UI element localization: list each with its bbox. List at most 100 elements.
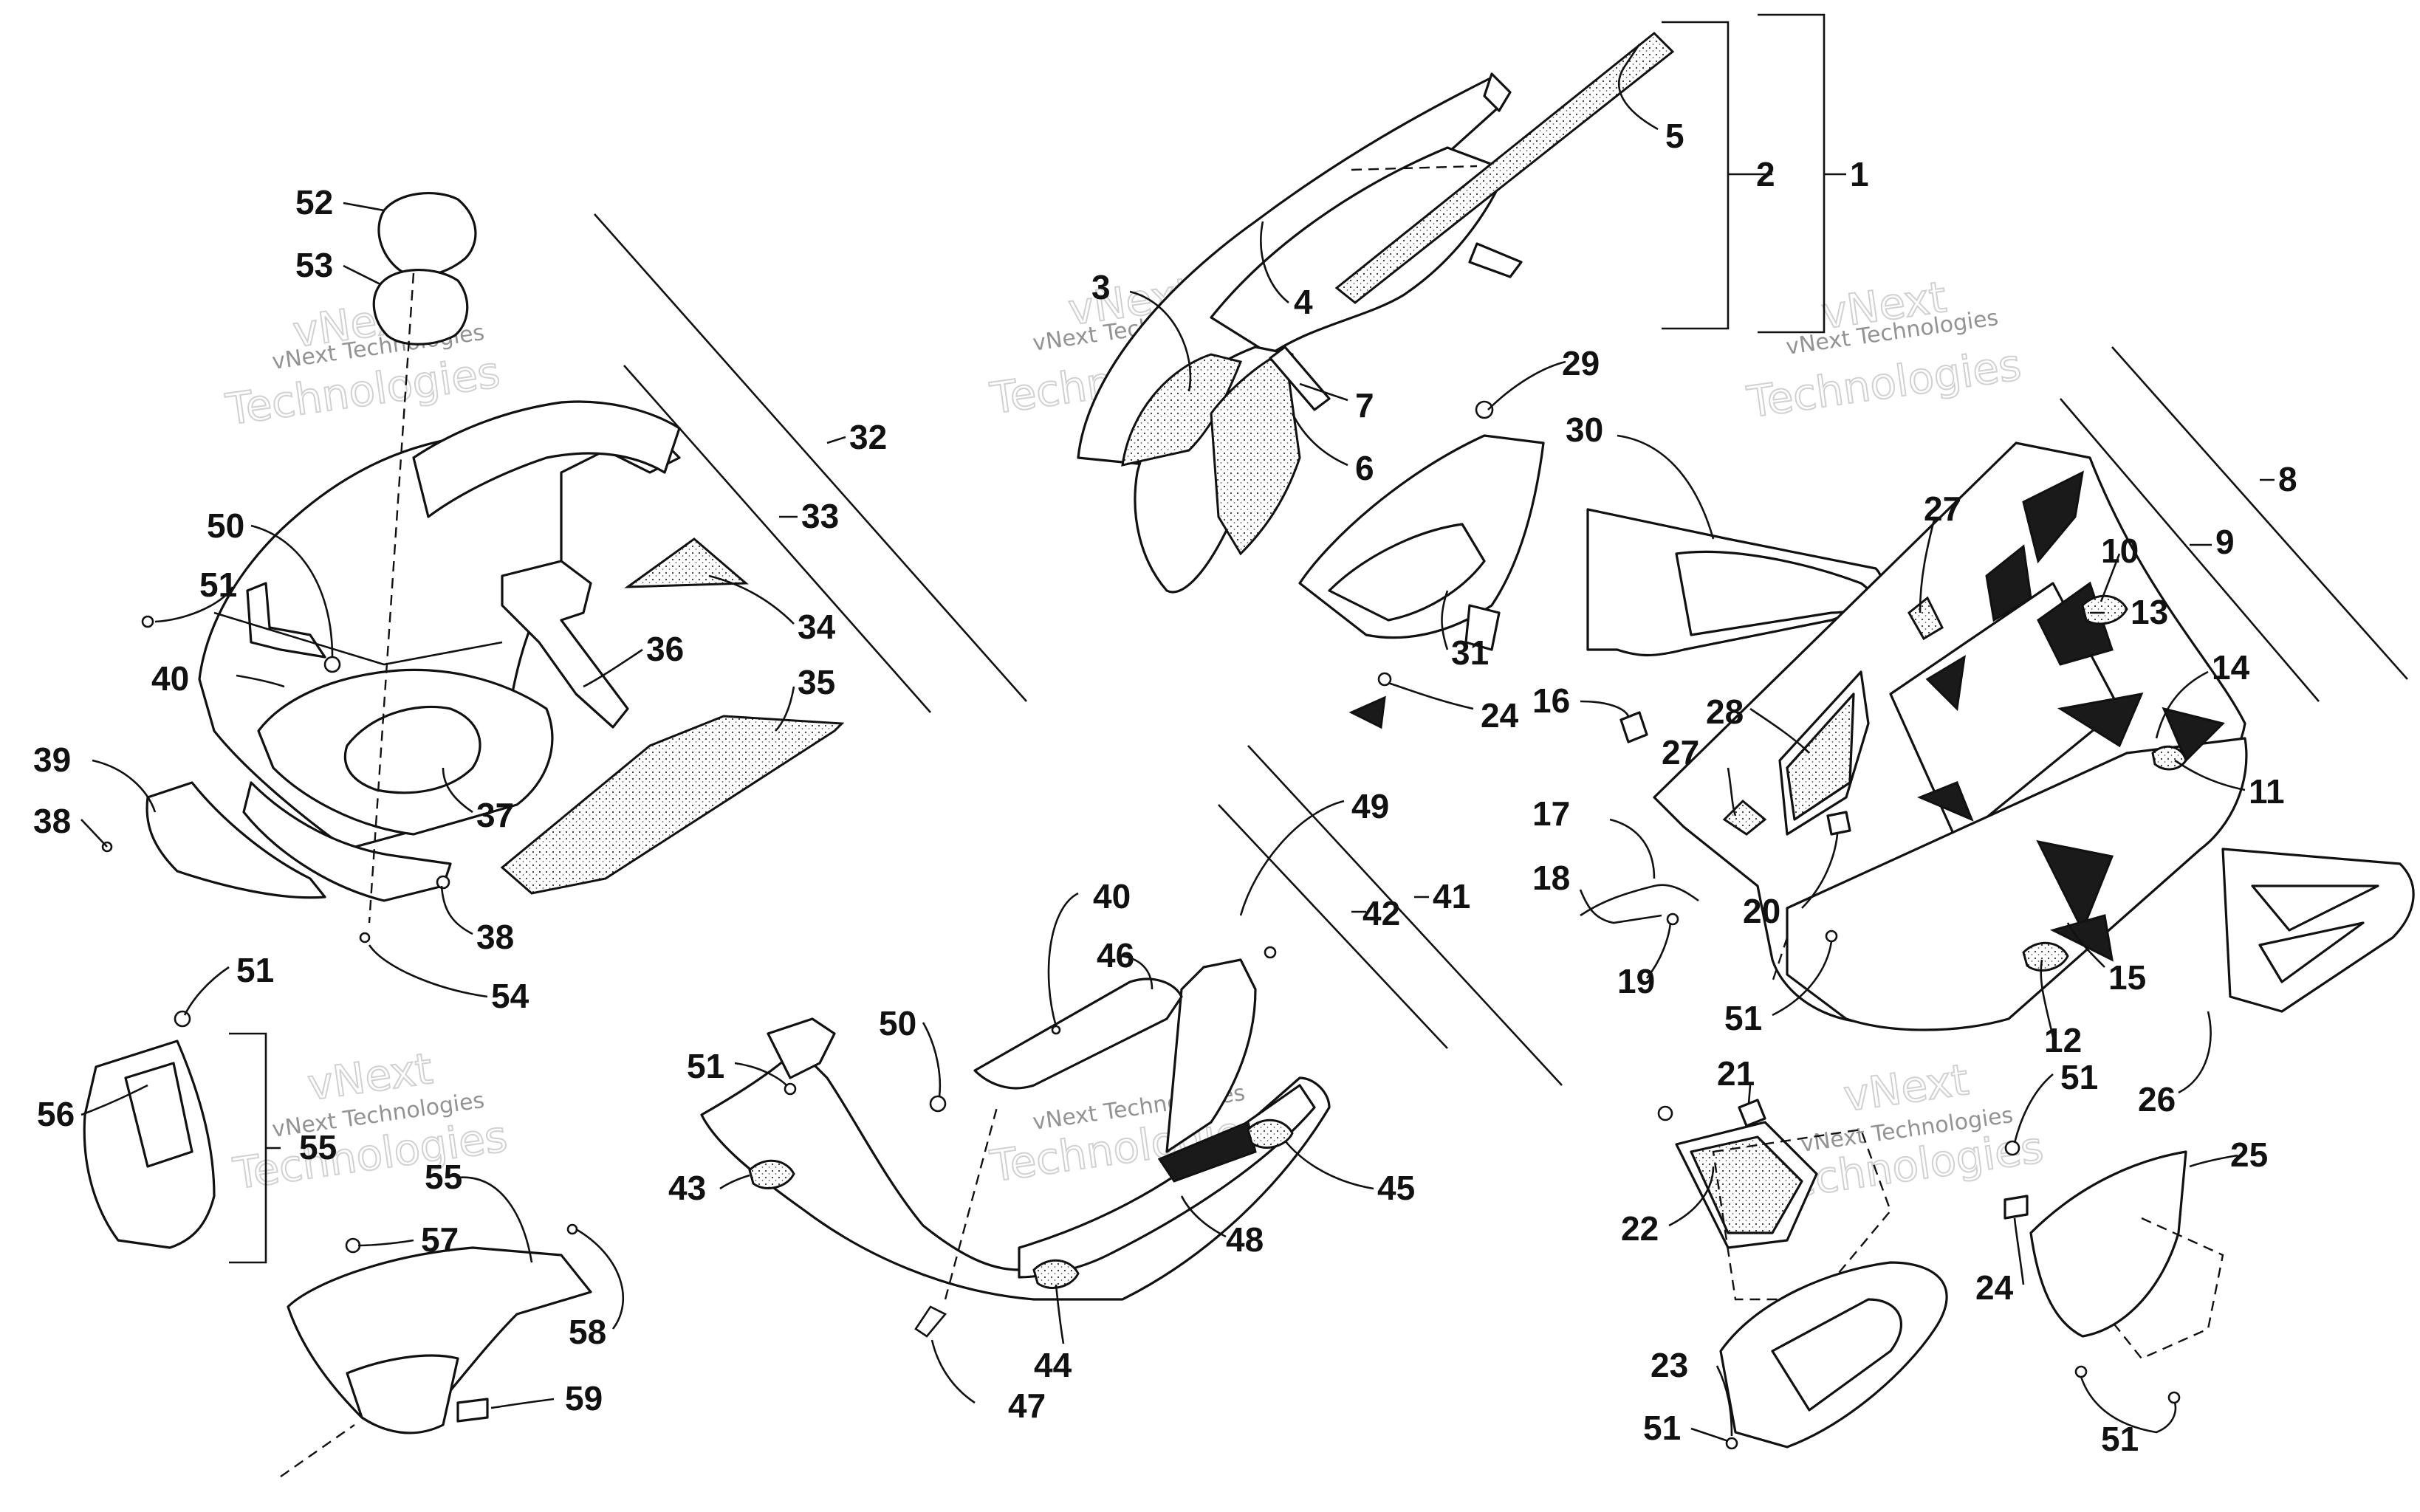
callout-51d: 51 (1724, 999, 1762, 1037)
callout-21: 21 (1717, 1054, 1755, 1093)
leader-14 (2155, 670, 2209, 739)
callout-59: 59 (565, 1379, 603, 1418)
skid-plate-46 (973, 977, 1183, 1090)
hood-foam-pad-35 (500, 715, 845, 895)
hood-center-line (368, 272, 415, 924)
hood-lower-scoop (145, 781, 326, 899)
brackets (229, 13, 2408, 1264)
decal-stripe (1917, 781, 1974, 822)
callout-16: 16 (1532, 681, 1570, 720)
pad-43 (748, 1159, 795, 1189)
belly-decal (1157, 1120, 1257, 1183)
leader-24-br (2013, 1217, 2025, 1285)
screw-57 (345, 1237, 361, 1254)
callout-8: 8 (2278, 460, 2297, 498)
mesh-grille-28-fill (1786, 693, 1855, 821)
leader-57 (357, 1239, 414, 1247)
rivet-49 (1264, 946, 1277, 959)
rivet-40 (1051, 1025, 1061, 1035)
leader-50 (250, 524, 334, 658)
leader-10 (2099, 553, 2121, 602)
leader-29 (1487, 360, 1566, 410)
leader-51-belly (734, 1062, 787, 1086)
bracket-33 (623, 365, 931, 713)
callout-55: 55 (299, 1128, 337, 1166)
leader-5 (1617, 44, 1659, 131)
leader-35 (775, 686, 795, 732)
hood-rivet (359, 932, 371, 944)
rubber-pad-11 (2151, 745, 2187, 771)
leader-38 (80, 819, 108, 848)
leader-56 (80, 1084, 148, 1116)
leader-3 (1129, 290, 1192, 392)
callout-11: 11 (2249, 772, 2285, 811)
leader-24 (1388, 681, 1474, 710)
callout-labels: 1 2 3 4 5 6 7 8 9 10 11 12 13 14 15 16 1… (33, 117, 2297, 1458)
leader-26 (2178, 1011, 2212, 1094)
callout-50b: 50 (879, 1004, 916, 1042)
vent-26-slat (2251, 884, 2379, 932)
callout-24b: 24 (1975, 1268, 2014, 1307)
rivet-51 (2167, 1391, 2181, 1404)
callout-57: 57 (421, 1220, 459, 1259)
belly-pan-upper-rail (767, 1017, 836, 1079)
side-panel-55-lower (346, 1354, 459, 1434)
hood-screw (141, 615, 154, 628)
leader-48 (1180, 1195, 1227, 1238)
rivet-51 (1657, 1105, 1673, 1121)
leader-46 (1122, 955, 1154, 990)
leader-40 (236, 674, 285, 688)
bracket-42 (1218, 804, 1448, 1049)
callout-19: 19 (1617, 962, 1655, 1000)
callout-46: 46 (1097, 936, 1134, 975)
callout-32: 32 (849, 418, 887, 456)
clip-20 (1826, 811, 1851, 836)
leader-12 (2040, 959, 2054, 1038)
watermark-text: Technologies (1744, 340, 2023, 427)
cable-17 (1580, 884, 1699, 917)
vent-26-slat (2258, 921, 2365, 983)
leader-15 (2066, 922, 2105, 968)
callout-41: 41 (1433, 877, 1470, 915)
leader-58 (575, 1228, 625, 1330)
leader-44 (1055, 1284, 1065, 1344)
cable-18 (1579, 889, 1662, 924)
hood-nut (323, 656, 341, 673)
callout-45: 45 (1377, 1169, 1415, 1207)
clip-tab (1483, 72, 1512, 112)
side-foam-pad (1210, 348, 1301, 556)
leader-45 (1283, 1140, 1374, 1190)
callout-49: 49 (1351, 787, 1389, 825)
callout-38b: 38 (476, 918, 514, 956)
callout-3: 3 (1091, 268, 1111, 306)
panel-23-inner (1771, 1298, 1903, 1412)
hood-assembly (101, 191, 845, 944)
callout-2: 2 (1756, 155, 1775, 193)
hood-foam-block (501, 560, 629, 729)
leader-51-bottom (1690, 1427, 1729, 1443)
bracket-21 (1738, 1099, 1766, 1127)
callout-20: 20 (1743, 892, 1780, 930)
callout-30: 30 (1566, 410, 1603, 449)
vent-26 (2221, 848, 2415, 1013)
leader-49 (1239, 800, 1345, 916)
leader-23 (1715, 1365, 1733, 1437)
pad-44 (1032, 1259, 1080, 1289)
callout-40b: 40 (1093, 877, 1131, 915)
callout-15: 15 (2108, 958, 2146, 997)
hood-gasket-53 (372, 269, 469, 346)
hood-foam-pad-34 (624, 537, 749, 588)
callout-38: 38 (33, 802, 71, 840)
leader-40b (1047, 892, 1079, 1027)
nose-bracket (1269, 346, 1331, 411)
callout-7: 7 (1355, 386, 1374, 425)
decal-stripe (2057, 693, 2144, 748)
callout-37: 37 (476, 796, 514, 834)
callout-33: 33 (801, 497, 839, 535)
panel-25 (2029, 1150, 2187, 1338)
hood-diag-line (213, 611, 503, 666)
leader-51-brb (2080, 1376, 2177, 1434)
leader-16 (1580, 700, 1630, 717)
callout-35: 35 (798, 663, 835, 701)
nose-inner-panel (1210, 146, 1508, 356)
